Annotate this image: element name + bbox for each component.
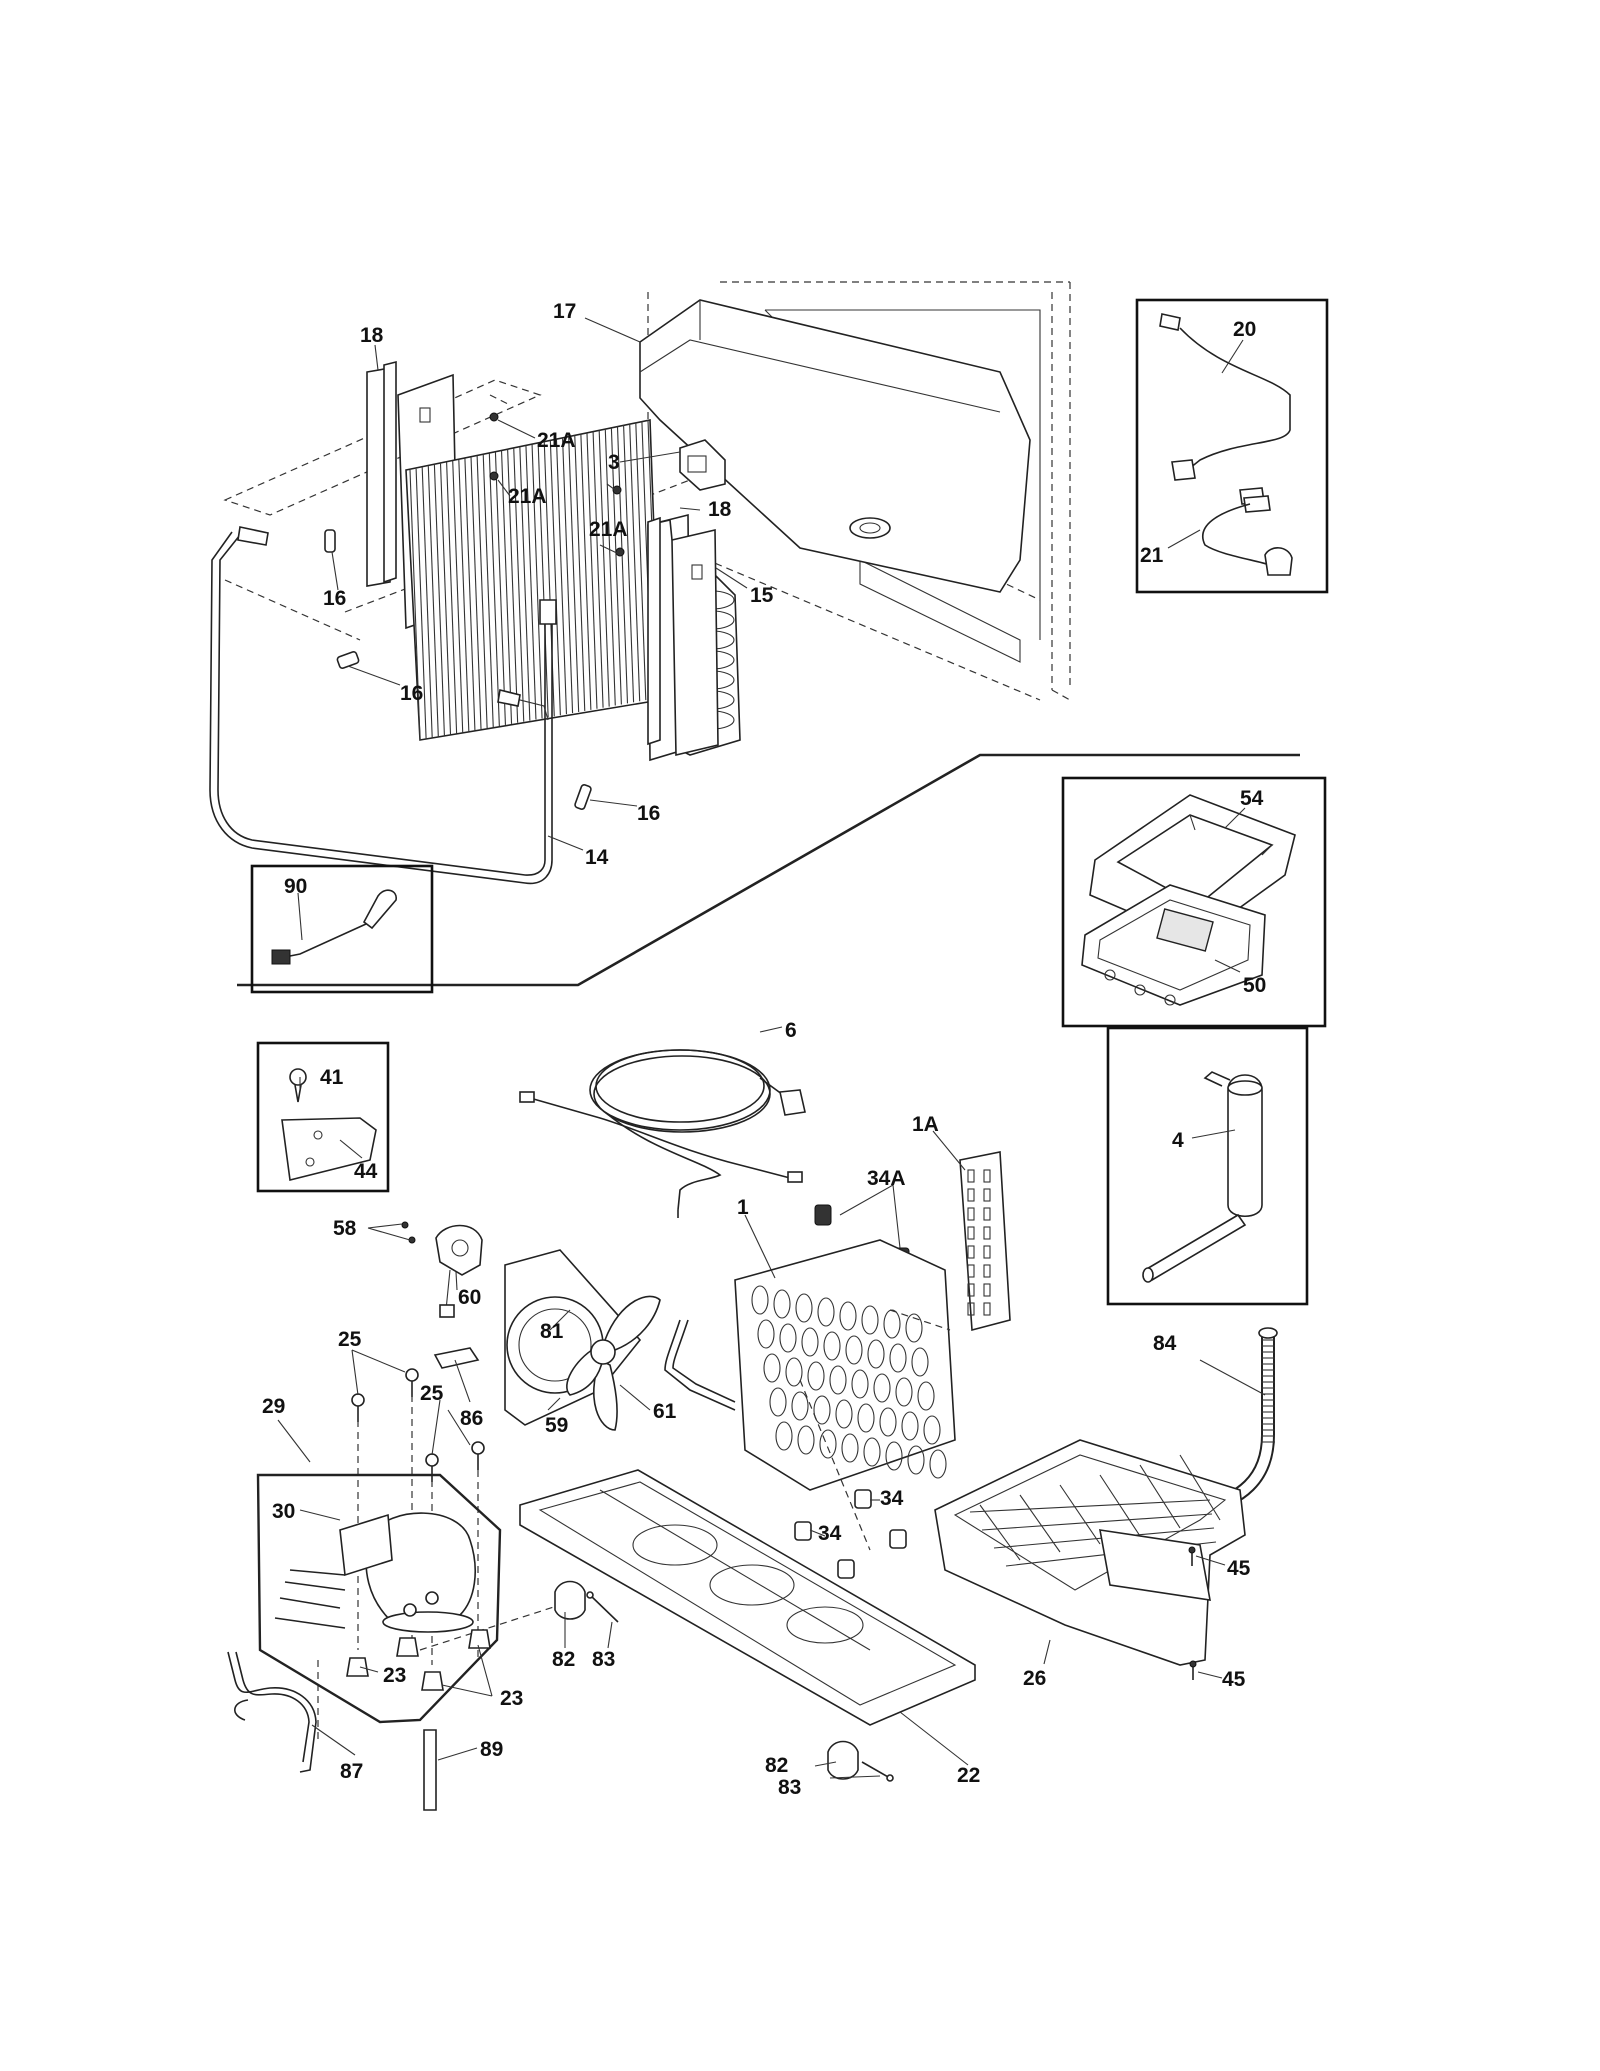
label-34a: 34A: [867, 1167, 906, 1190]
tube-89: [423, 1729, 437, 1811]
drier-4: [1142, 1071, 1263, 1283]
label-17: 17: [553, 300, 576, 323]
label-87: 87: [340, 1760, 363, 1783]
label-16: 16: [323, 587, 346, 610]
evaporator-assembly: [223, 367, 741, 762]
drain-pan-26: [934, 1439, 1246, 1666]
power-cord-6: [519, 1049, 806, 1218]
screw-25: [351, 1368, 485, 1482]
bracket-3: [679, 439, 726, 491]
leader-lines: [277, 317, 1266, 1779]
label-45: 45: [1227, 1557, 1251, 1580]
label-50: 50: [1243, 974, 1266, 997]
section-divider: [237, 753, 1300, 987]
wire-harness-20: [1159, 313, 1291, 481]
label-82: 82: [552, 1648, 575, 1671]
fan-motor-60: [435, 1224, 483, 1318]
box-20-21: [1135, 298, 1329, 594]
label-81: 81: [540, 1320, 564, 1343]
box-41-44: [256, 1041, 390, 1193]
label-86: 86: [460, 1407, 483, 1430]
label-90: 90: [284, 875, 307, 898]
label-23: 23: [500, 1687, 523, 1710]
label-25: 25: [338, 1328, 362, 1351]
label-34: 34: [880, 1487, 904, 1510]
bracket-86: [433, 1347, 480, 1369]
label-14: 14: [585, 846, 609, 869]
drain-trough-17: [639, 299, 1031, 593]
label-82: 82: [765, 1754, 788, 1777]
label-16: 16: [400, 682, 423, 705]
label-58: 58: [333, 1217, 357, 1240]
label-83: 83: [592, 1648, 615, 1671]
tube-87: [227, 1651, 317, 1773]
compressor-box-29: [256, 1473, 502, 1724]
label-83: 83: [778, 1776, 801, 1799]
label-3: 3: [608, 451, 620, 474]
label-45: 45: [1222, 1668, 1246, 1691]
grommet-82: [554, 1580, 859, 1780]
label-15: 15: [750, 584, 774, 607]
plate-1a: [959, 1151, 1011, 1332]
label-25: 25: [420, 1382, 444, 1405]
label-18: 18: [708, 498, 732, 521]
screw-58: [401, 1221, 416, 1244]
label-61: 61: [653, 1400, 677, 1423]
label-54: 54: [1240, 787, 1264, 810]
bracket-44: [281, 1117, 377, 1181]
label-84: 84: [1153, 1332, 1177, 1355]
base-pan-22: [519, 1469, 976, 1726]
box-4: [1106, 1026, 1309, 1306]
label-4: 4: [1172, 1129, 1184, 1152]
label-20: 20: [1233, 318, 1256, 341]
label-60: 60: [458, 1286, 481, 1309]
label-1a: 1A: [912, 1113, 939, 1136]
compressor-30: [274, 1512, 476, 1633]
label-21a: 21A: [589, 518, 628, 541]
defrost-heater-14: [209, 526, 557, 885]
clip-34: [794, 1489, 907, 1579]
sleeve-16: [324, 529, 592, 810]
label-34: 34: [818, 1522, 842, 1545]
part-labels: 18 17 21A 21A 21A 3 18 15 16 16 16 14 20…: [262, 300, 1266, 1799]
label-16: 16: [637, 802, 660, 825]
box-54-50: [1061, 776, 1327, 1028]
screw-41: [289, 1068, 307, 1103]
label-21a: 21A: [508, 485, 547, 508]
label-23: 23: [383, 1664, 406, 1687]
label-89: 89: [480, 1738, 503, 1761]
box-90: [250, 864, 434, 994]
temperature-probe-90: [271, 889, 397, 965]
label-41: 41: [320, 1066, 344, 1089]
label-22: 22: [957, 1764, 980, 1787]
control-board-50: [1081, 884, 1266, 1006]
label-21: 21: [1140, 544, 1164, 567]
label-18: 18: [360, 324, 384, 347]
label-59: 59: [545, 1414, 568, 1437]
grommet-23: [346, 1629, 491, 1691]
tape-18: [383, 360, 661, 746]
label-44: 44: [354, 1160, 378, 1183]
label-6: 6: [785, 1019, 797, 1042]
screw-83: [586, 1591, 894, 1782]
label-26: 26: [1023, 1667, 1046, 1690]
screw-45: [1188, 1546, 1197, 1680]
fan-blade-61: [566, 1295, 661, 1431]
condenser-1: [664, 1239, 956, 1491]
label-30: 30: [272, 1500, 295, 1523]
label-21a: 21A: [537, 429, 576, 452]
thermistor-21: [1202, 487, 1293, 576]
label-1: 1: [737, 1196, 749, 1219]
label-29: 29: [262, 1395, 285, 1418]
